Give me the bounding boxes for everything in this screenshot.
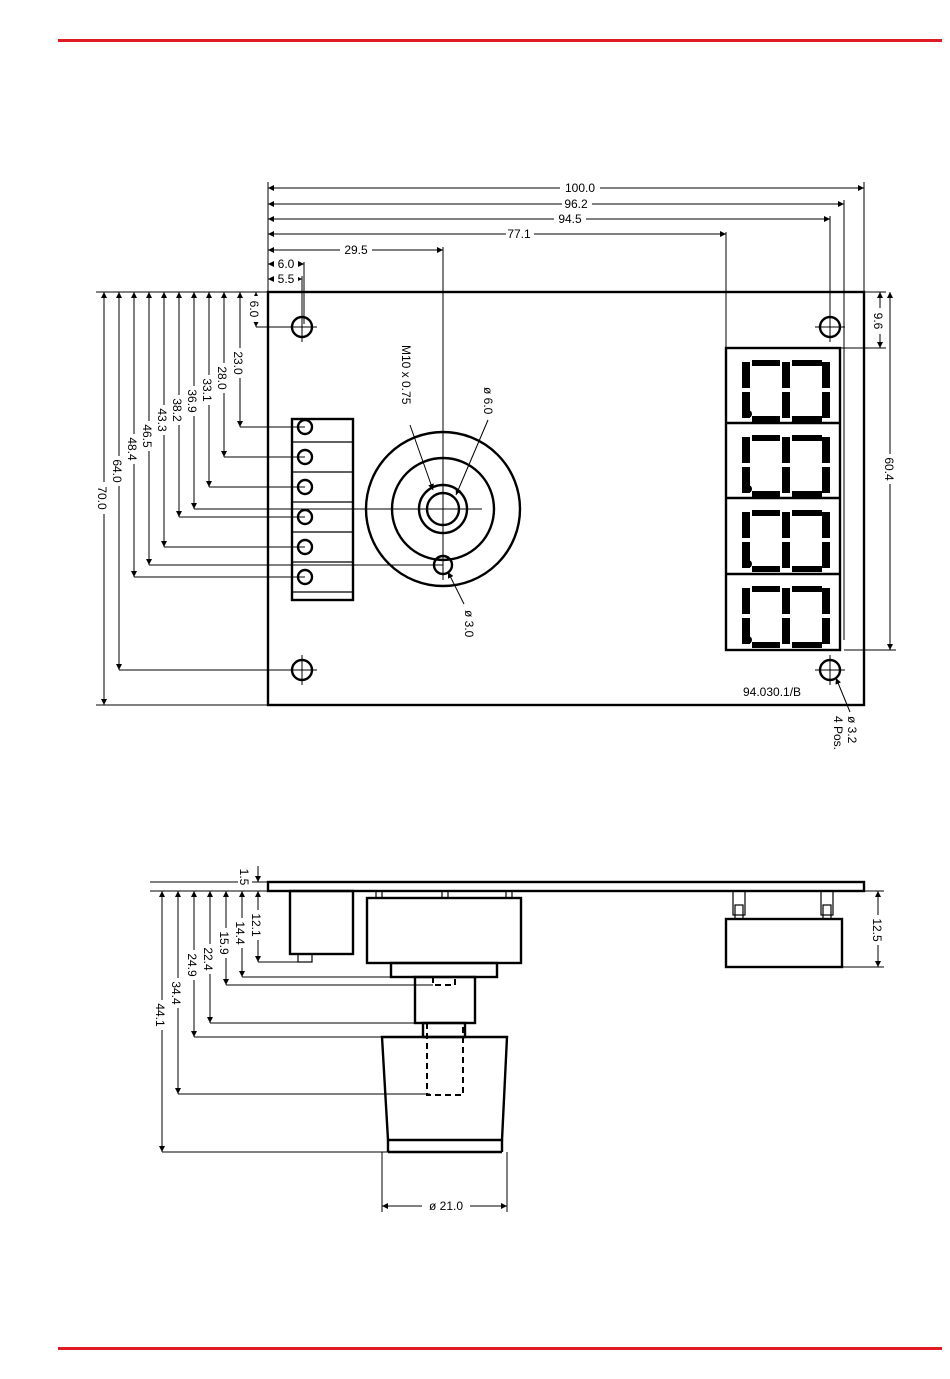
dim-6-0-v: 6.0 [247,301,261,318]
bore-label: ø 6.0 [481,387,495,415]
display-segment [752,510,780,516]
decimal-point [744,560,752,568]
display-segment [782,392,790,418]
display-segment [752,491,780,497]
top-view: 100.0 96.2 94.5 77.1 29.5 6.0 5.5 [95,181,897,750]
display-segment [752,416,780,422]
dim-29-5: 29.5 [344,243,368,257]
display-segment [822,437,830,463]
display-segment [792,416,822,422]
display-segment [782,512,790,538]
side-view: 44.1 34.4 24.9 22.4 15.9 14.4 12.1 1.5 1… [150,866,885,1213]
dim-46-5: 46.5 [140,424,154,448]
dim-5-5: 5.5 [278,272,295,286]
dim-36-9: 36.9 [185,389,199,413]
dim-34-4: 34.4 [169,981,183,1005]
display-segment [752,360,780,366]
display-side [726,919,842,967]
dim-64-0: 64.0 [110,459,124,483]
display-segment [792,435,822,441]
display-segment [792,566,822,572]
decimal-point [744,485,752,493]
display-segment [792,360,822,366]
mount-hole-label: ø 3.2 [845,716,859,744]
display-segment [792,642,822,648]
seven-segment-displays [726,348,840,650]
part-number: 94.030.1/B [743,685,801,699]
dim-12-1: 12.1 [249,913,263,937]
dim-28-0: 28.0 [215,366,229,390]
dim-15-9: 15.9 [217,931,231,955]
display-segment [742,588,750,614]
display-segment [742,512,750,538]
dim-22-4: 22.4 [201,947,215,971]
display-digit [742,586,830,648]
shaft-thread [415,977,475,1023]
display-segment [782,362,790,388]
display-segment [782,542,790,568]
display-segment [822,392,830,418]
dim-1-5: 1.5 [237,869,251,886]
dim-96-2: 96.2 [564,197,588,211]
display-segment [752,642,780,648]
display-segment [822,512,830,538]
dim-12-5: 12.5 [870,918,884,942]
dim-44-1: 44.1 [153,1003,167,1027]
dim-77-1: 77.1 [507,227,531,241]
dim-24-9: 24.9 [185,953,199,977]
display-digit [742,360,830,422]
display-segment [822,618,830,644]
display-segment [822,542,830,568]
display-digit [742,435,830,497]
display-segment [792,491,822,497]
left-vertical-dims [96,292,482,705]
display-segment [822,588,830,614]
display-segment [822,467,830,493]
dim-14-4: 14.4 [233,921,247,945]
dim-48-4: 48.4 [125,437,139,461]
pcb-edge [268,882,864,891]
mount-hole-count: 4 Pos. [831,716,845,750]
small-hole-label: ø 3.0 [462,610,476,638]
display-digit [742,510,830,572]
display-segment [822,362,830,388]
dim-38-2: 38.2 [170,398,184,422]
connector-side [290,891,353,954]
dim-6-0-h: 6.0 [278,257,295,271]
dim-43-3: 43.3 [155,408,169,432]
display-segment [782,467,790,493]
display-segment [782,437,790,463]
dim-60-4: 60.4 [882,457,896,481]
display-segment [782,618,790,644]
dim-23-0: 23.0 [231,351,245,375]
display-segment [742,437,750,463]
display-segment [752,586,780,592]
dim-9-6: 9.6 [871,313,885,330]
encoder-body-side [367,898,521,963]
display-segment [752,566,780,572]
decimal-point [744,636,752,644]
display-segment [742,362,750,388]
knob-side [382,1037,507,1140]
thread-label: M10 x 0.75 [399,345,413,405]
dim-94-5: 94.5 [558,212,582,226]
display-segment [782,588,790,614]
dim-100: 100.0 [565,181,595,195]
dim-33-1: 33.1 [200,378,214,402]
diameter-label: ø 21.0 [429,1199,463,1213]
dim-70-0: 70.0 [95,486,109,510]
display-segment [792,586,822,592]
decimal-point [744,410,752,418]
display-segment [752,435,780,441]
display-segment [792,510,822,516]
